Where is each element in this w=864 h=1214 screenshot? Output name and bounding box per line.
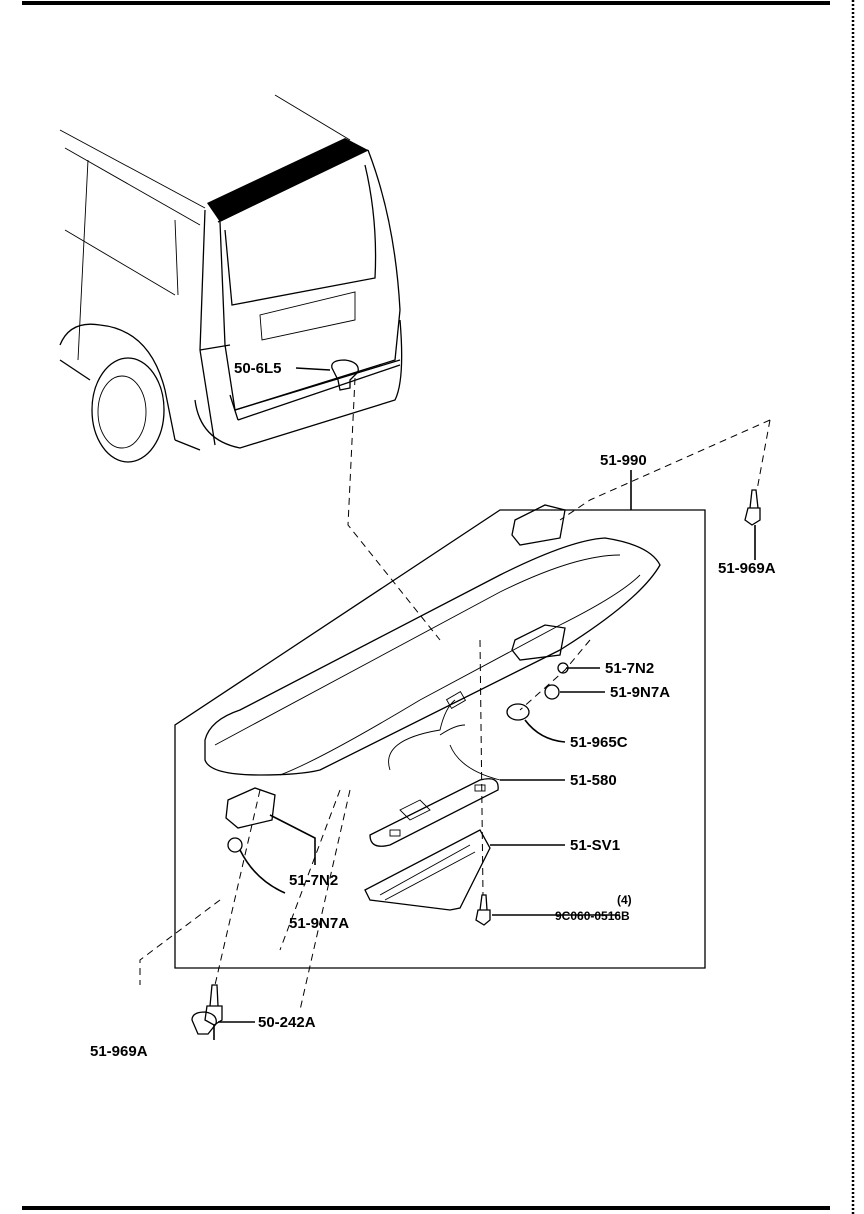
label-9C060-0516B: 9C060-0516B bbox=[555, 909, 630, 923]
high-mount-lamp-drawing bbox=[369, 691, 501, 847]
label-screw-quantity: (4) bbox=[617, 893, 632, 907]
clip-upper-drawing bbox=[331, 359, 359, 391]
bolt-right-drawing bbox=[744, 489, 761, 526]
label-50-242A: 50-242A bbox=[258, 1014, 316, 1031]
page-frame bbox=[22, 0, 855, 1214]
label-51-580: 51-580 bbox=[570, 772, 617, 789]
label-51-990: 51-990 bbox=[600, 452, 647, 469]
pad-right-drawing bbox=[511, 504, 566, 546]
screw-drawing bbox=[475, 894, 491, 926]
clip-lower-drawing bbox=[191, 1011, 217, 1035]
label-50-6L5: 50-6L5 bbox=[234, 360, 282, 377]
label-51-7N2-left: 51-7N2 bbox=[289, 872, 338, 889]
seal-left-drawing bbox=[227, 837, 243, 853]
seal-right-drawing bbox=[544, 684, 560, 700]
assembly-group-box bbox=[174, 509, 706, 969]
small-parts bbox=[191, 359, 761, 1035]
lamp-cover-drawing bbox=[364, 829, 491, 911]
pad-left-drawing bbox=[225, 787, 276, 829]
label-51-7N2-right: 51-7N2 bbox=[605, 660, 654, 677]
label-51-969A-right: 51-969A bbox=[718, 560, 776, 577]
leader-lines bbox=[213, 367, 756, 1040]
label-51-965C: 51-965C bbox=[570, 734, 628, 751]
label-51-9N7A-left: 51-9N7A bbox=[289, 915, 349, 932]
alignment-lines bbox=[139, 377, 771, 1011]
roof-spoiler-highlight bbox=[207, 138, 368, 222]
label-51-969A-left: 51-969A bbox=[90, 1043, 148, 1060]
label-51-SV1: 51-SV1 bbox=[570, 837, 620, 854]
rear-spoiler bbox=[204, 537, 661, 776]
bolt-left-drawing bbox=[204, 984, 223, 1026]
cap-drawing bbox=[506, 703, 530, 721]
label-51-9N7A-right: 51-9N7A bbox=[610, 684, 670, 701]
vehicle-rear-illustration bbox=[59, 94, 403, 463]
